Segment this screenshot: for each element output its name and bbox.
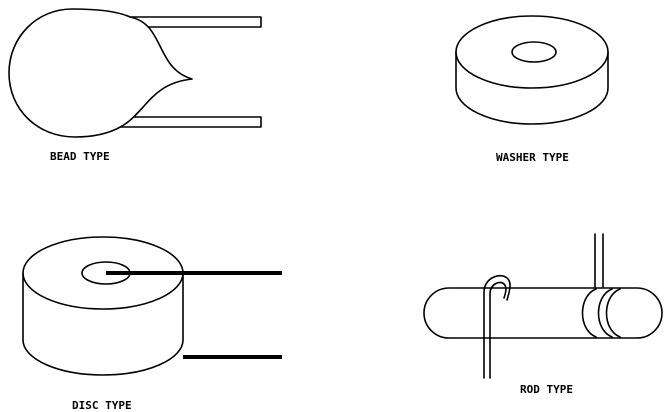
rod-wire-loop-outer (483, 274, 511, 379)
bead-lower-lead (117, 116, 262, 128)
washer-hole (511, 41, 557, 63)
rod-body (423, 287, 663, 339)
washer-thermistor: WASHER TYPE (455, 15, 609, 164)
rod-contact-band-right (597, 288, 613, 338)
bead-upper-lead (117, 16, 262, 28)
rod-contact-band-right-outer (605, 288, 621, 338)
bead-type-label: BEAD TYPE (50, 150, 110, 163)
rod-contact-band-left (581, 288, 597, 338)
rod-thermistor: ROD TYPE (423, 233, 663, 396)
disc-type-label: DISC TYPE (72, 399, 132, 412)
disc-thermistor: DISC TYPE (22, 236, 282, 412)
rod-wire-loop-inner (489, 281, 507, 379)
washer-type-label: WASHER TYPE (496, 151, 569, 164)
bead-body (8, 8, 193, 138)
bead-thermistor: BEAD TYPE (8, 8, 262, 163)
rod-type-label: ROD TYPE (520, 383, 573, 396)
